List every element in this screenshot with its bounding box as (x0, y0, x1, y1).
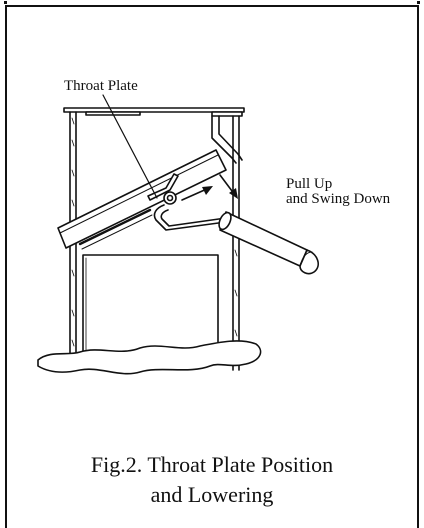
top-cover-plate (63, 107, 245, 117)
upper-bracket (211, 115, 243, 164)
throat-plate-part (57, 149, 227, 250)
corner-mark-left (4, 1, 7, 4)
pull-up-label: Pull Up (286, 176, 333, 192)
motion-arrows (181, 174, 238, 201)
lever-handle (218, 211, 319, 275)
break-line (37, 340, 262, 375)
throat-plate-label: Throat Plate (64, 78, 138, 94)
swing-down-label: and Swing Down (286, 191, 391, 207)
caption-line-2: and Lowering (150, 482, 274, 507)
lever-arm (153, 204, 227, 231)
figure-frame (5, 5, 419, 528)
lower-compartment (82, 254, 219, 361)
corner-mark-right (417, 1, 420, 4)
throat-plate-leader (102, 94, 158, 199)
plate-latch (147, 173, 179, 205)
caption-line-1: Fig.2. Throat Plate Position (90, 452, 334, 477)
